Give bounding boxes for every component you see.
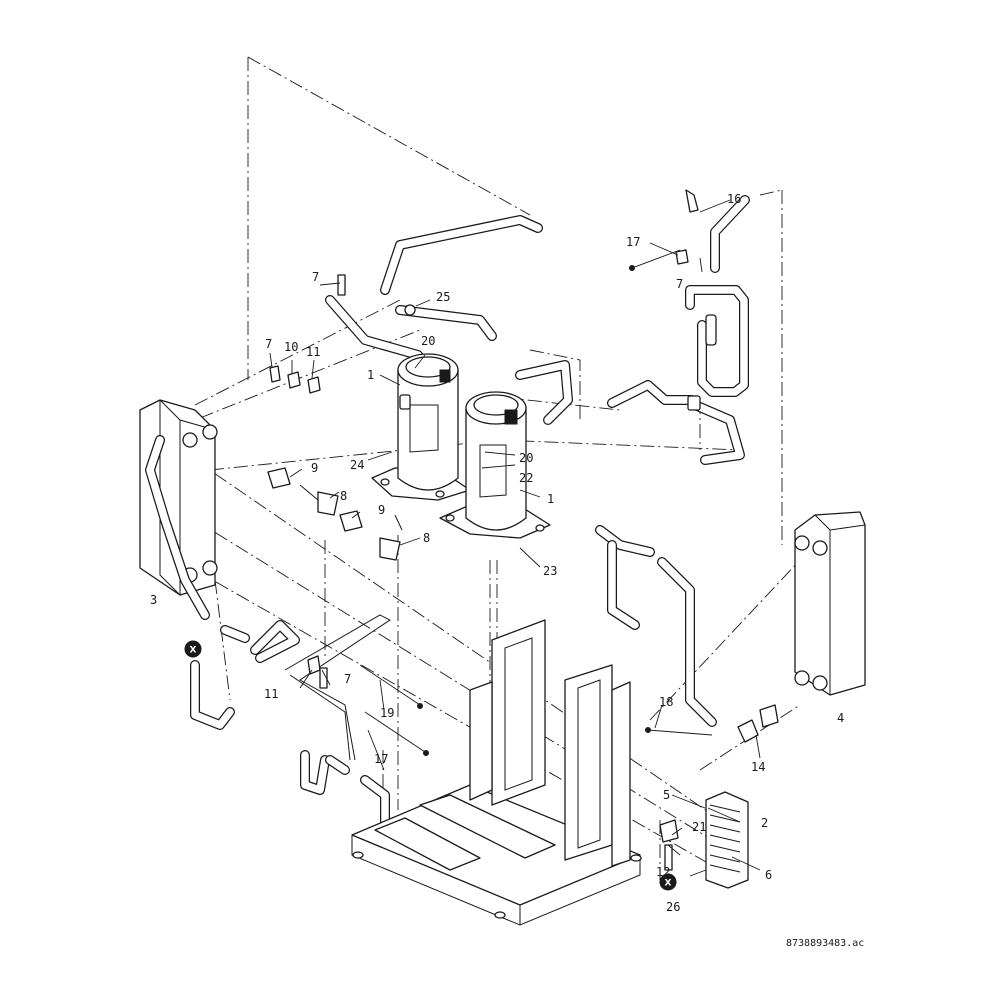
callout-9-lower: 9: [378, 503, 385, 517]
callout-1-upper: 1: [367, 368, 374, 382]
compressor-left: [371, 353, 471, 501]
sensor-cables: [359, 249, 713, 756]
callout-9-upper: 9: [311, 461, 318, 475]
callout-3: 3: [150, 593, 157, 607]
suction-pipe-upper: [325, 215, 573, 425]
fittings-right: [269, 189, 779, 871]
compressor-right: [439, 391, 551, 539]
callout-20-lower: 20: [519, 451, 533, 465]
callout-26: 26: [666, 900, 680, 914]
callout-8-upper: 8: [340, 489, 347, 503]
callout-14: 14: [751, 760, 765, 774]
discharge-pipe-assembly: [607, 195, 750, 465]
callout-1-lower: 1: [547, 492, 554, 506]
callout-18: 18: [659, 695, 673, 709]
return-pipe-right: [595, 525, 717, 727]
callout-8-lower: 8: [423, 531, 430, 545]
plate-heat-exchanger-left: [139, 399, 218, 620]
callout-25: 25: [436, 290, 450, 304]
callout-7-right: 7: [676, 277, 683, 291]
callout-labels: 1 1 2 3 4 5 6 7 7 7 7 8 8 9 9 10 11 11 1…: [150, 192, 844, 914]
svg-text:X: X: [665, 879, 672, 889]
callout-12: 12: [656, 865, 670, 879]
callout-20-upper: 20: [421, 334, 435, 348]
callout-21: 21: [692, 820, 706, 834]
brazed-plate-exchanger-small: [705, 791, 749, 889]
callout-7-lower: 7: [344, 672, 351, 686]
callout-10: 10: [284, 340, 298, 354]
callout-11-upper: 11: [306, 345, 320, 359]
callout-5: 5: [663, 788, 670, 802]
frame-uprights: [469, 619, 631, 867]
callout-2: 2: [761, 816, 768, 830]
connection-marker-right: X: [659, 873, 677, 891]
lower-pipe-elbows: [190, 620, 390, 835]
liquid-line: [284, 614, 391, 761]
callout-7-left: 7: [265, 337, 272, 351]
connection-marker-left: X: [184, 640, 202, 658]
svg-text:X: X: [190, 646, 197, 656]
base-frame: [351, 784, 642, 926]
callout-19: 19: [380, 706, 394, 720]
callout-4: 4: [837, 711, 844, 725]
valve-coil-upper: [267, 467, 339, 516]
callout-leaders: [269, 199, 761, 877]
callout-16: 16: [727, 192, 741, 206]
callout-17-upper: 17: [626, 235, 640, 249]
callout-17-lower: 17: [374, 752, 388, 766]
callout-22: 22: [519, 471, 533, 485]
valve-coil-lower: [339, 510, 403, 561]
plate-heat-exchanger-right: [794, 511, 866, 696]
callout-11-lower: 11: [264, 687, 278, 701]
drawing-reference-number: 8738893483.ac: [786, 938, 864, 949]
callout-24: 24: [350, 458, 364, 472]
callout-6: 6: [765, 868, 772, 882]
callout-23: 23: [543, 564, 557, 578]
callout-7-top: 7: [312, 270, 319, 284]
